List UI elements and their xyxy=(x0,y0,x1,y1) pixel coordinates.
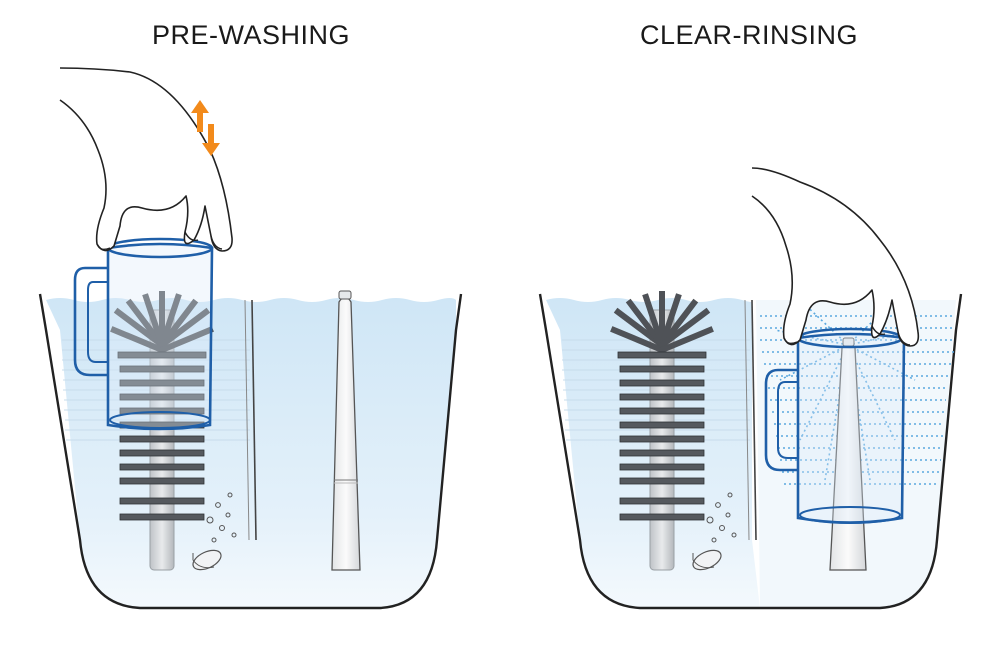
container-divider-left xyxy=(251,299,257,541)
cleaning-tablet-icon xyxy=(192,549,222,571)
bubbles-right xyxy=(706,492,737,543)
container-divider-right xyxy=(751,299,757,541)
container-left xyxy=(38,293,463,610)
cleaning-tablet-icon-right xyxy=(692,549,722,571)
sprayer-nozzle-icon xyxy=(331,290,361,571)
mug-icon-right xyxy=(764,327,906,524)
clear-rinsing-title: CLEAR-RINSING xyxy=(640,20,859,50)
bubbles-left xyxy=(206,492,237,543)
pre-washing-title: PRE-WASHING xyxy=(152,20,351,50)
brush-icon xyxy=(110,291,214,571)
right-panel xyxy=(538,167,963,610)
container-right xyxy=(538,293,963,610)
brush-icon-right xyxy=(610,291,714,571)
hand-icon xyxy=(59,67,233,252)
left-panel xyxy=(38,67,463,610)
mug-icon xyxy=(73,237,214,431)
up-down-arrows-icon xyxy=(191,100,220,156)
hand-icon-right xyxy=(751,167,920,347)
